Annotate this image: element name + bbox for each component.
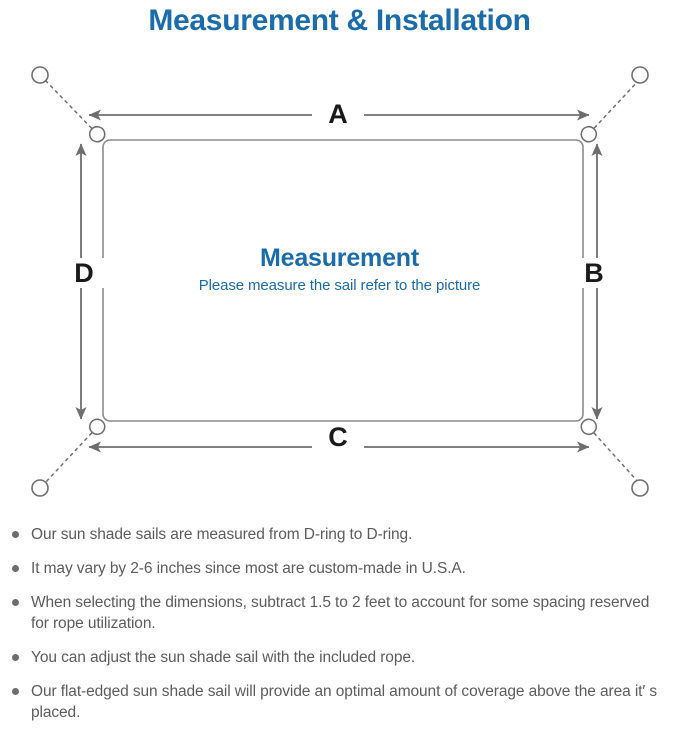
list-item: When selecting the dimensions, subtract …	[0, 592, 679, 634]
list-item: It may vary by 2-6 inches since most are…	[0, 558, 679, 579]
bullet-icon	[12, 654, 19, 661]
dimension-label-b: B	[570, 258, 618, 288]
anchor-point-top-left	[31, 66, 49, 84]
list-item-text: Our flat-edged sun shade sail will provi…	[31, 683, 658, 721]
list-item-text: You can adjust the sun shade sail with t…	[31, 649, 416, 666]
list-item: Our flat-edged sun shade sail will provi…	[0, 681, 679, 723]
list-item-text: When selecting the dimensions, subtract …	[31, 594, 650, 632]
list-item: You can adjust the sun shade sail with t…	[0, 647, 679, 668]
bullet-icon	[12, 599, 19, 606]
dimension-label-c: C	[312, 422, 364, 452]
d-ring-top-right	[580, 125, 598, 143]
rope-line-bottom-right	[584, 422, 641, 485]
sail-title: Measurement	[260, 244, 419, 272]
shade-sail-measurement-diagram: Measurement Please measure the sail refe…	[0, 44, 679, 514]
d-ring-bottom-left	[88, 418, 106, 436]
notes-list: Our sun shade sails are measured from D-…	[0, 524, 679, 736]
dimension-label-a: A	[312, 99, 364, 129]
bullet-icon	[12, 531, 19, 538]
page-title: Measurement & Installation	[148, 4, 531, 37]
d-ring-bottom-right	[580, 418, 598, 436]
dimension-label-d: D	[60, 258, 108, 288]
anchor-point-bottom-right	[631, 479, 649, 497]
bullet-icon	[12, 688, 19, 695]
rope-line-top-left	[43, 78, 102, 139]
list-item-text: It may vary by 2-6 inches since most are…	[31, 560, 466, 577]
anchor-point-bottom-left	[31, 479, 49, 497]
d-ring-top-left	[88, 125, 106, 143]
sail-subtitle: Please measure the sail refer to the pic…	[198, 277, 481, 294]
list-item-text: Our sun shade sails are measured from D-…	[31, 526, 413, 543]
rope-line-bottom-left	[43, 422, 102, 485]
list-item: Our sun shade sails are measured from D-…	[0, 524, 679, 545]
anchor-point-top-right	[631, 66, 649, 84]
bullet-icon	[12, 565, 19, 572]
